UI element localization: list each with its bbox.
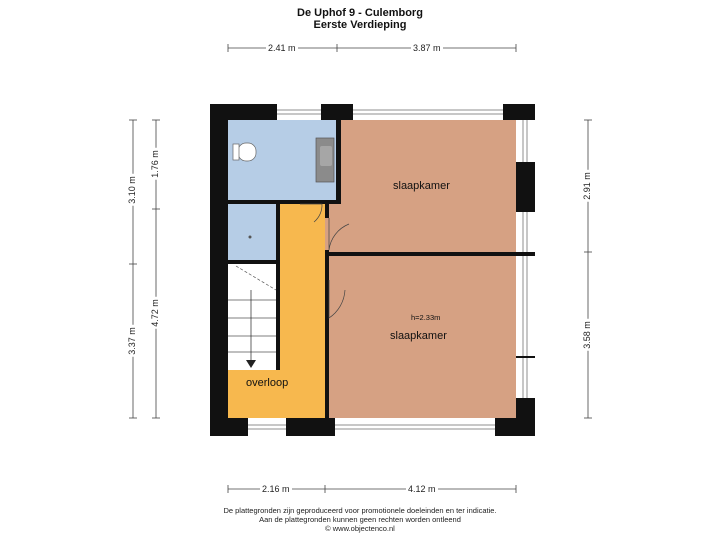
dim-left-inner-bottom: 4.72 m — [149, 297, 160, 329]
stair-arrow — [246, 360, 256, 368]
bedroom-top-area — [341, 120, 516, 252]
dim-right-top: 2.91 m — [581, 170, 592, 202]
copyright-line: © www.objectenco.nl — [325, 524, 395, 533]
dim-top-left: 2.41 m — [266, 43, 298, 53]
room-height-label: h=2.33m — [411, 313, 441, 322]
plan-subtitle: Eerste Verdieping — [313, 19, 407, 31]
dim-left-outer-top: 3.10 m — [126, 174, 137, 206]
disclaimer-line-2: Aan de plattegronden kunnen geen rechten… — [259, 515, 461, 524]
disclaimer-line-1: De plattegronden zijn geproduceerd voor … — [223, 506, 497, 515]
room-label-bedroom-bottom: slaapkamer — [390, 330, 447, 342]
dim-left-outer-bottom: 3.37 m — [126, 325, 137, 357]
dim-right-bottom: 3.58 m — [581, 319, 592, 351]
dim-bottom-right: 4.12 m — [406, 484, 438, 494]
stairs — [228, 265, 277, 360]
dim-top-right: 3.87 m — [411, 43, 443, 53]
room-label-bedroom-top: slaapkamer — [393, 180, 450, 192]
dim-left-inner-top: 1.76 m — [149, 148, 160, 180]
stairwell-area — [228, 264, 276, 370]
bathroom-fixtures — [232, 137, 335, 239]
shower-area — [228, 204, 276, 260]
bedroom-bottom-area — [329, 256, 516, 418]
doors — [300, 203, 350, 319]
room-label-landing: overloop — [246, 377, 289, 389]
interior-walls — [228, 118, 518, 420]
plan-title: De Uphof 9 - Culemborg — [297, 7, 423, 19]
landing-area — [228, 370, 325, 418]
dim-bottom-left: 2.16 m — [260, 484, 292, 494]
windows — [248, 104, 535, 436]
